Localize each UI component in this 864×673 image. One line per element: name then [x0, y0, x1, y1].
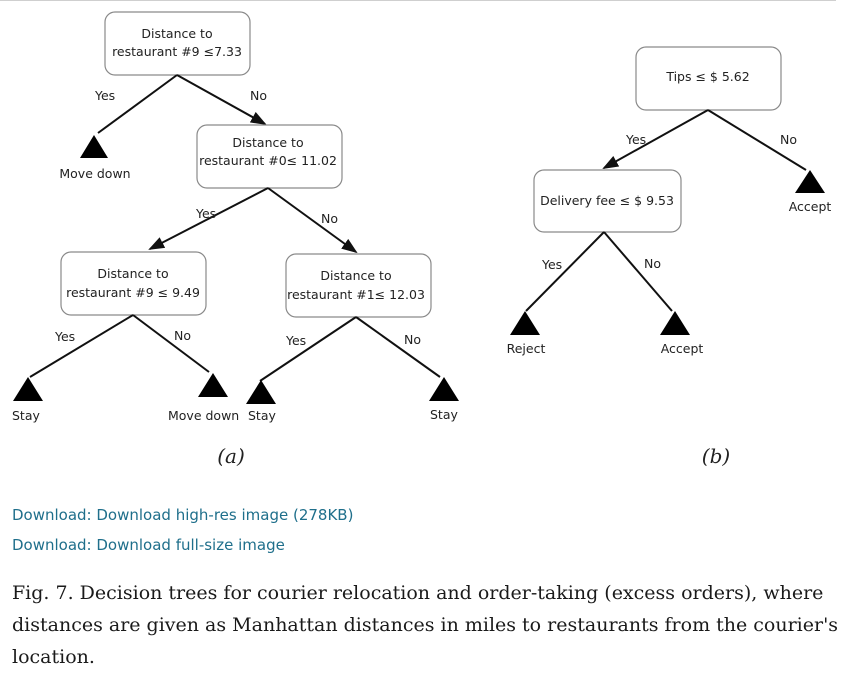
tree-a-node-4-line2: restaurant #1≤ 12.03	[287, 287, 425, 302]
tree-a-leaf-stay-2: Stay	[248, 408, 276, 423]
tree-a-leaf-stay-1: Stay	[12, 408, 40, 423]
tree-a-leaf-move-down-2: Move down	[168, 408, 239, 423]
tree-a-edge-n4-no	[355, 316, 441, 378]
tree-b-edge-label-no-2: No	[644, 256, 661, 271]
tree-b-leaf-accept-2-marker	[660, 311, 690, 335]
tree-a-edge-n3-no	[132, 314, 210, 373]
tree-b-edge-label-yes-2: Yes	[541, 257, 562, 272]
tree-a-leaf-stay-1-marker	[13, 377, 43, 401]
tree-b-edge-label-no-1: No	[780, 132, 797, 147]
tree-a-edge-root-yes	[97, 74, 178, 134]
tree-a-edge-label-no-3: No	[174, 328, 191, 343]
tree-a-leaf-stay-3-marker	[429, 377, 459, 401]
tree-b-leaf-reject-marker	[510, 311, 540, 335]
tree-a-node-4-line1: Distance to	[320, 268, 391, 283]
tree-a-edge-label-no-1: No	[250, 88, 267, 103]
tree-a-leaf-stay-2-marker	[246, 380, 276, 404]
panel-label-a: (a)	[217, 444, 245, 468]
tree-a-edge-root-no	[176, 74, 267, 125]
decision-tree-diagram: Distance to restaurant #9 ≤7.33 Yes No M…	[12, 11, 832, 468]
tree-a-leaf-move-down-1-marker	[80, 135, 108, 158]
tree-b-node-2-line1: Delivery fee ≤ $ 9.53	[540, 193, 674, 208]
tree-b-leaf-accept-1-marker	[795, 170, 825, 193]
top-divider	[0, 0, 836, 1]
download-full-size-link[interactable]: Download: Download full-size image	[12, 536, 285, 554]
tree-b-leaf-reject: Reject	[507, 341, 546, 356]
tree-b-edge-label-yes-1: Yes	[625, 132, 646, 147]
tree-b-leaf-accept-2: Accept	[661, 341, 704, 356]
tree-a-root-line1: Distance to	[141, 26, 212, 41]
tree-a-edge-n4-yes	[259, 316, 357, 382]
figure-caption-label: Fig. 7.	[12, 582, 74, 604]
tree-b-node-2: Delivery fee ≤ $ 9.53	[533, 169, 682, 233]
tree-a-leaf-stay-3: Stay	[430, 407, 458, 422]
tree-a-edge-label-yes-4: Yes	[285, 333, 306, 348]
tree-a-node-3-line2: restaurant #9 ≤ 9.49	[66, 285, 200, 300]
tree-a-root-node: Distance to restaurant #9 ≤7.33	[104, 11, 251, 76]
download-links: Download: Download high-res image (278KB…	[12, 500, 353, 560]
download-high-res-link[interactable]: Download: Download high-res image (278KB…	[12, 506, 354, 524]
figure-caption-text: Decision trees for courier relocation an…	[12, 582, 839, 668]
tree-a-node-4: Distance to restaurant #1≤ 12.03	[285, 253, 432, 318]
tree-a-edge-n2-yes	[148, 187, 269, 250]
tree-a-edge-label-yes-1: Yes	[94, 88, 115, 103]
tree-b-edge-n2-no	[603, 231, 673, 312]
tree-a-node-3: Distance to restaurant #9 ≤ 9.49	[60, 251, 207, 316]
tree-a-edge-label-yes-2: Yes	[195, 206, 216, 221]
tree-a-node-2: Distance to restaurant #0≤ 11.02	[196, 124, 343, 189]
tree-a-leaf-move-down-1: Move down	[59, 166, 130, 181]
tree-a-edge-n3-yes	[29, 314, 134, 378]
tree-b-leaf-accept-1: Accept	[789, 199, 832, 214]
tree-a-edge-label-no-2: No	[321, 211, 338, 226]
panel-label-b: (b)	[702, 444, 730, 468]
tree-b-edge-root-yes	[602, 109, 709, 169]
figure-caption: Fig. 7. Decision trees for courier reloc…	[12, 577, 842, 673]
tree-a-edge-n2-no	[267, 187, 358, 254]
tree-a-node-3-line1: Distance to	[97, 266, 168, 281]
tree-b-root-node: Tips ≤ $ 5.62	[635, 46, 782, 111]
tree-a-edge-label-no-4: No	[404, 332, 421, 347]
figure-decision-trees: Distance to restaurant #9 ≤7.33 Yes No M…	[12, 11, 832, 468]
tree-a-leaf-move-down-2-marker	[198, 373, 228, 397]
tree-a-root-line2: restaurant #9 ≤7.33	[112, 44, 242, 59]
tree-b-root-line1: Tips ≤ $ 5.62	[665, 69, 749, 84]
tree-b-edge-n2-yes	[525, 231, 605, 312]
tree-a-node-2-line2: restaurant #0≤ 11.02	[199, 153, 337, 168]
tree-a-edge-label-yes-3: Yes	[54, 329, 75, 344]
tree-b-edge-root-no	[707, 109, 807, 171]
tree-a-node-2-line1: Distance to	[232, 135, 303, 150]
